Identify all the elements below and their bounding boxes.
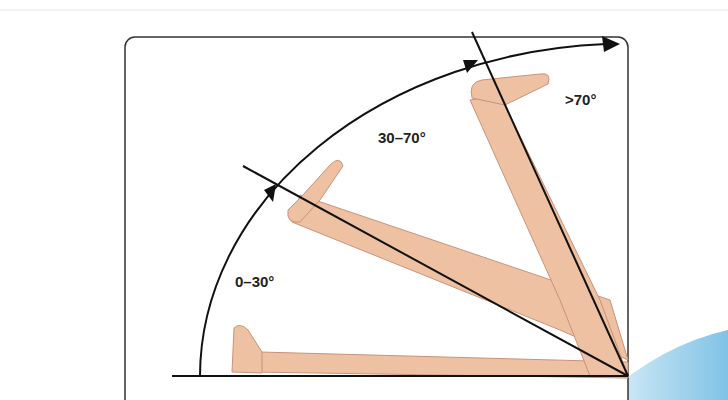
arc-arrowhead [463,60,478,73]
angle-range-label: >70° [565,92,596,109]
arc-arrowhead [264,184,276,202]
angle-range-label: 30–70° [378,130,426,147]
arc-arrowhead [602,36,620,52]
leg-70 [470,74,628,376]
baseline [172,375,628,377]
radial-line-30 [243,166,628,376]
top-rule [0,10,728,11]
radial-line-70 [472,32,628,376]
angle-range-label: 0–30° [235,274,274,291]
angle-arc [200,44,606,376]
frame [125,37,628,400]
